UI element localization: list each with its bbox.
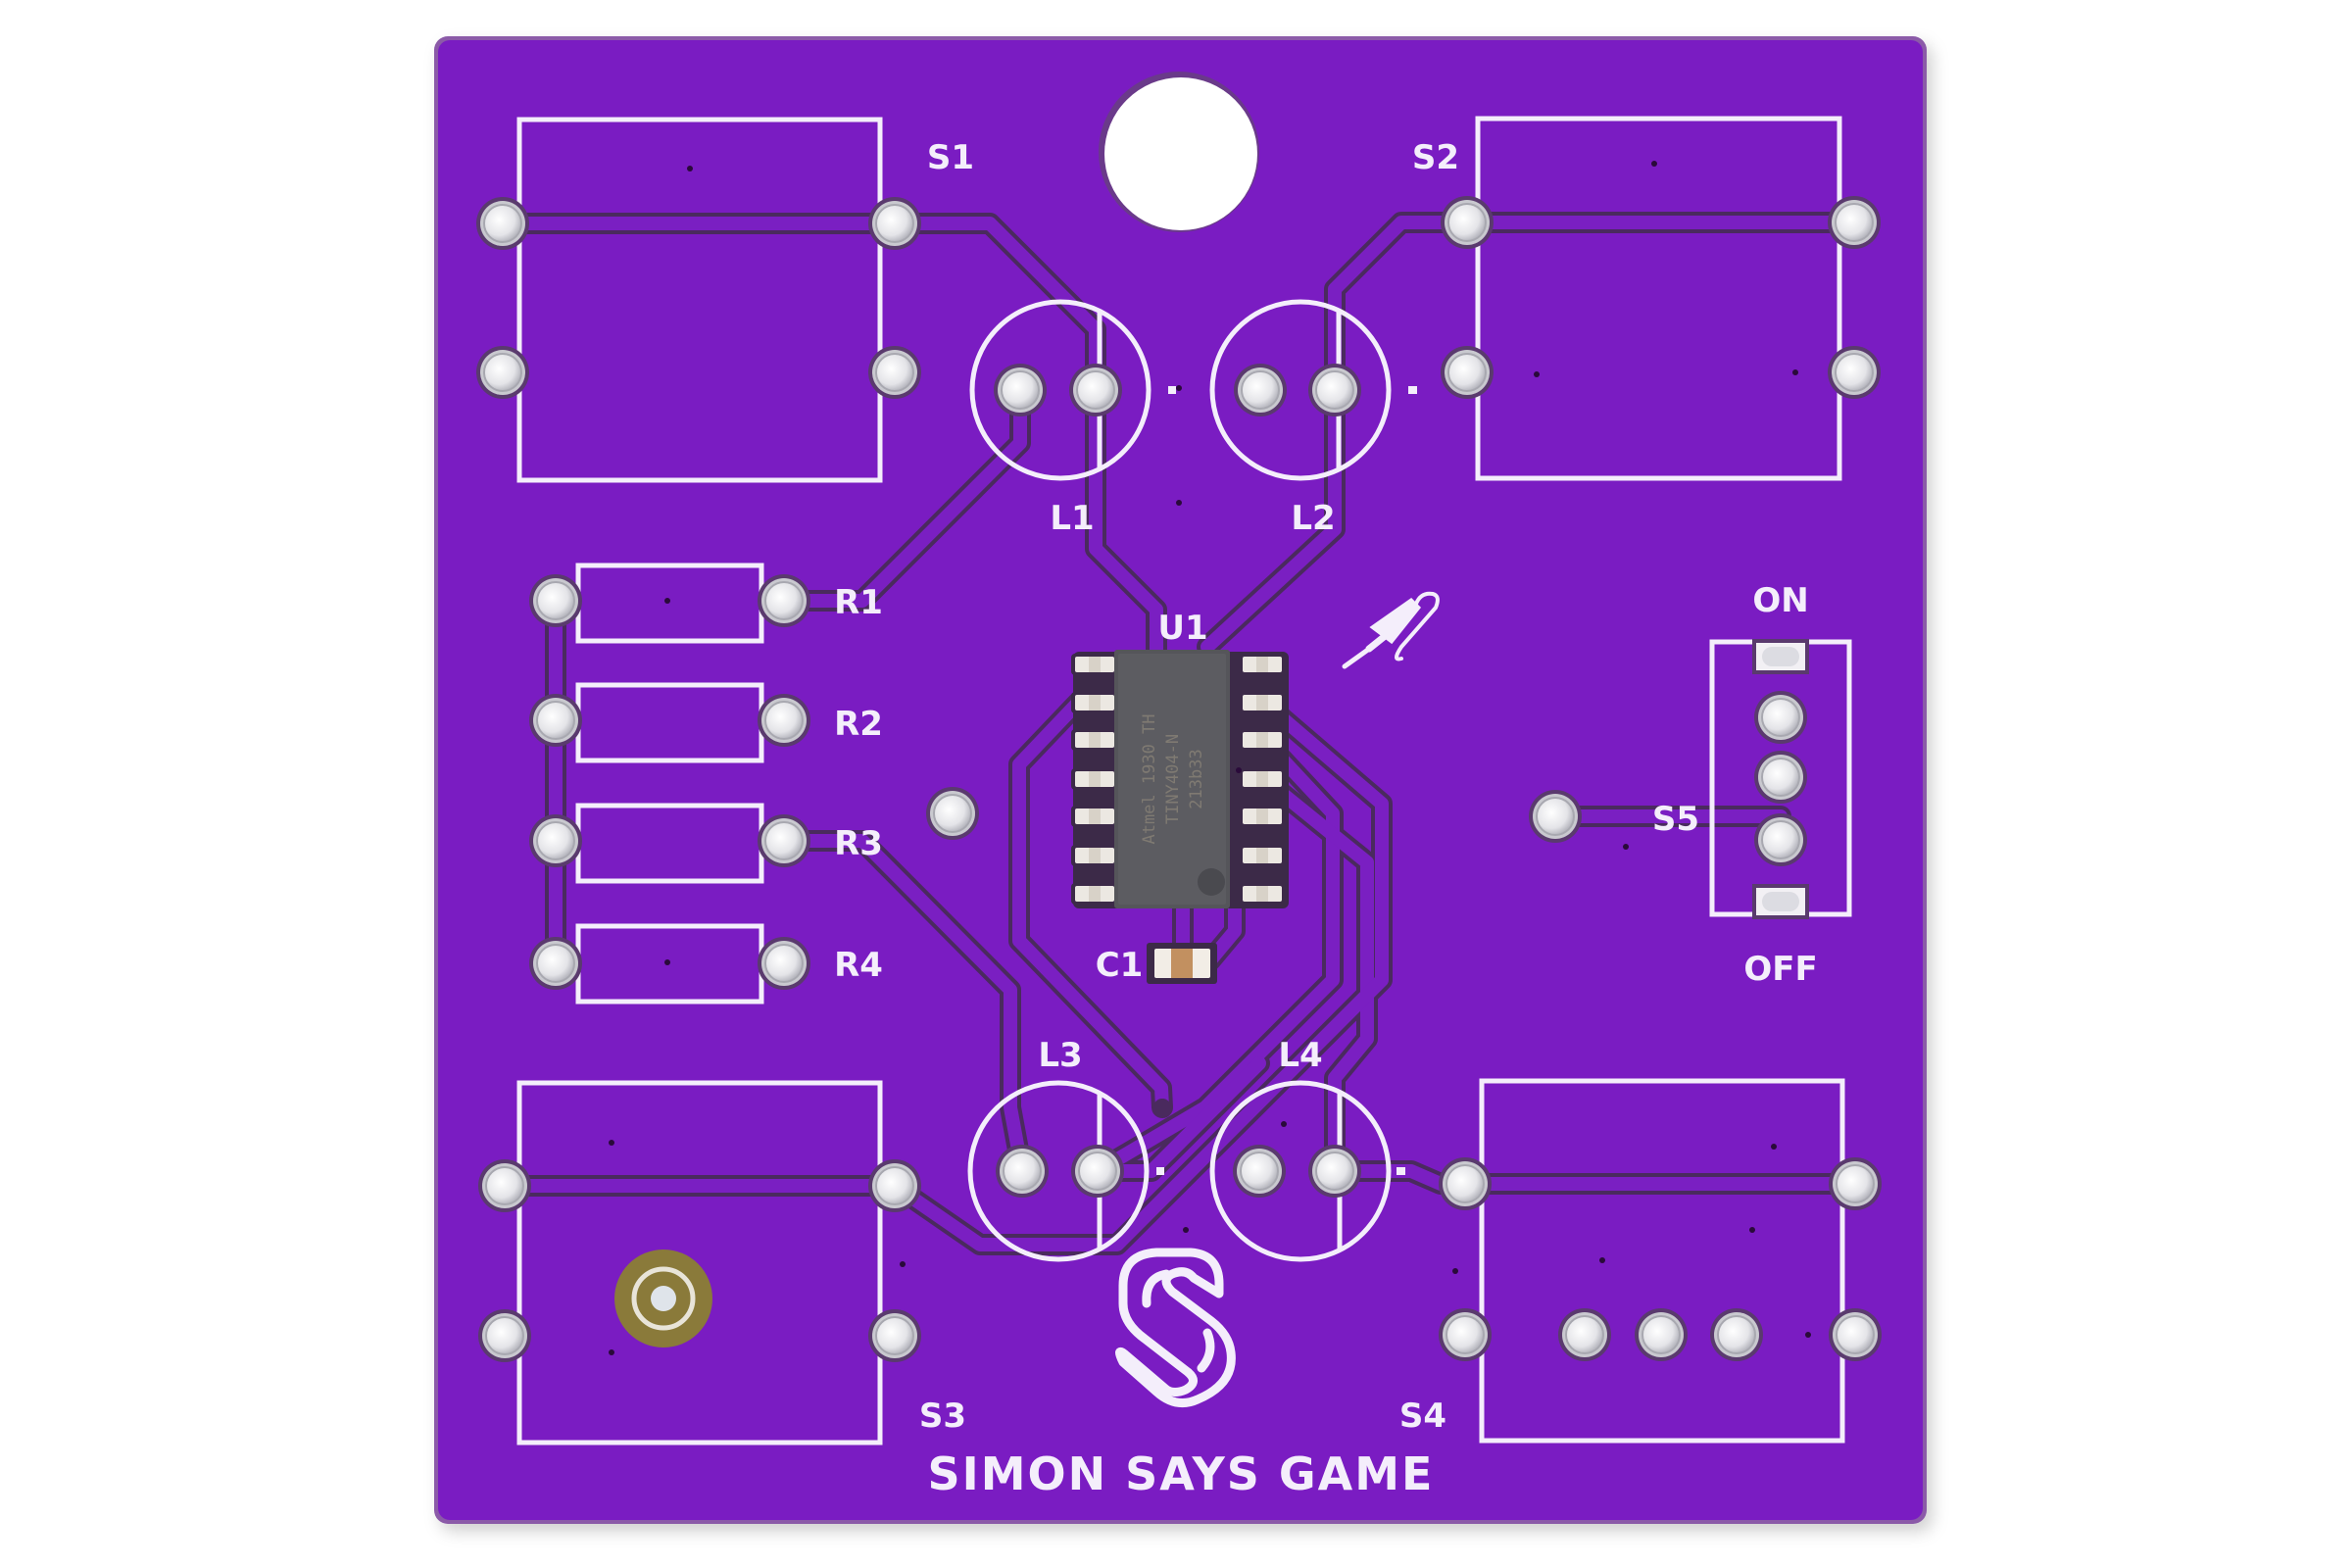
label-r2: R2 <box>834 705 883 744</box>
switch-s3-outline <box>516 1080 883 1446</box>
label-r4: R4 <box>834 946 883 985</box>
buzzer-pad <box>614 1250 712 1348</box>
s-logo-icon <box>1115 1248 1236 1408</box>
label-s4: S4 <box>1399 1396 1446 1436</box>
switch-s5-mount-pads <box>1752 639 1809 919</box>
soldering-iron-icon <box>1342 591 1440 669</box>
mounting-hole <box>1099 72 1259 232</box>
label-s3: S3 <box>919 1396 966 1436</box>
label-s2: S2 <box>1412 138 1459 177</box>
ic-marking-line-2: TINY404-N <box>1163 734 1183 824</box>
capacitor-c1 <box>1147 943 1217 984</box>
silkscreen-labels: S1 S2 S3 S4 L1 L2 L3 L4 R1 R2 R3 R4 U1 C… <box>834 138 1818 1500</box>
led-l2-outline <box>1209 299 1392 481</box>
switch-s2-outline <box>1475 116 1842 481</box>
board-title: SIMON SAYS GAME <box>928 1447 1435 1500</box>
led-l4-outline <box>1209 1080 1392 1262</box>
label-c1: C1 <box>1096 946 1144 985</box>
label-s1: S1 <box>927 138 974 177</box>
label-r1: R1 <box>834 583 883 622</box>
label-off: OFF <box>1743 950 1817 989</box>
led-l3-outline <box>967 1080 1150 1262</box>
label-l1: L1 <box>1050 499 1094 538</box>
label-u1: U1 <box>1157 609 1207 648</box>
switch-s1-outline <box>516 117 883 483</box>
copper-traces <box>492 212 1866 1255</box>
ic-u1: Atmel 1930 TH TINY404-N 213b33 <box>1071 650 1289 908</box>
label-l3: L3 <box>1038 1036 1082 1075</box>
switch-s4-outline <box>1479 1078 1845 1444</box>
label-l2: L2 <box>1291 499 1335 538</box>
label-on: ON <box>1752 581 1808 620</box>
label-s5: S5 <box>1652 800 1699 839</box>
ic-marking-line-3: 213b33 <box>1187 749 1206 808</box>
via-dots <box>609 161 1811 1355</box>
label-l4: L4 <box>1278 1036 1322 1075</box>
label-r3: R3 <box>834 824 883 863</box>
ic-marking-line-1: Atmel 1930 TH <box>1140 713 1159 844</box>
led-l1-outline <box>969 299 1152 481</box>
